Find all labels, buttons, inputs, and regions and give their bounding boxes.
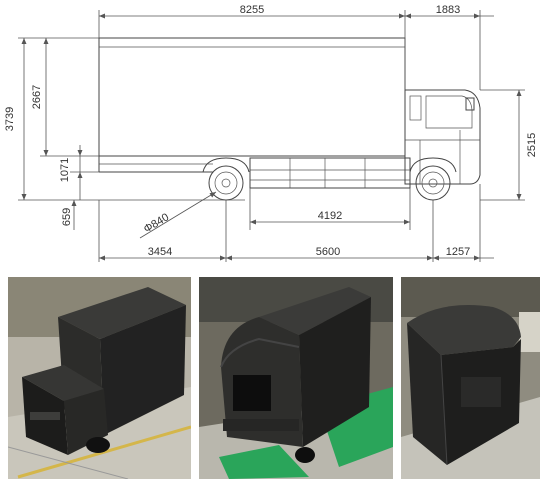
- dim-wheel-diameter: Φ840: [142, 211, 171, 235]
- dim-cab-height: 2515: [526, 133, 538, 157]
- dim-box-height: 2667: [31, 85, 43, 109]
- scale-model-photo-rear-view: [8, 277, 191, 479]
- dim-ground-clearance: 659: [61, 208, 73, 226]
- truck-outline: [98, 37, 481, 201]
- dimension-lines: [18, 10, 525, 262]
- truck-dimension-drawing: 8255 1883 3739 2667 1071 659 2515 Φ840 4…: [4, 4, 538, 262]
- dim-wheelbase: 5600: [316, 246, 340, 258]
- dim-front-overhang: 1257: [446, 246, 470, 258]
- dim-box-length: 8255: [240, 4, 264, 16]
- dim-cab-overhang: 1883: [436, 4, 460, 16]
- dim-rear-overhang: 3454: [148, 246, 172, 258]
- dim-chassis-height: 1071: [59, 158, 71, 182]
- dim-overall-height: 3739: [4, 107, 16, 131]
- dimension-arrows: [21, 13, 522, 261]
- scale-model-photo-side-view: [401, 277, 540, 479]
- dim-between-axles: 4192: [318, 210, 342, 222]
- scale-model-photo-front-view: [199, 277, 393, 479]
